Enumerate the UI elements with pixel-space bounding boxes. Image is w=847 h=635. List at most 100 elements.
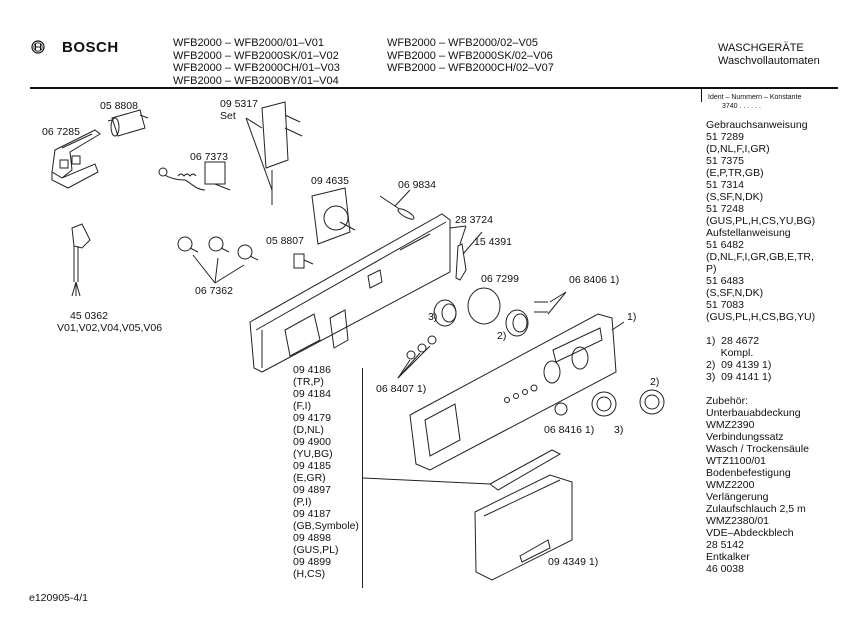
part-label-094635: 09 4635 xyxy=(311,175,349,187)
sidebar-line: (GUS,PL,H,CS,BG,YU) xyxy=(706,311,816,323)
ref-label-2: 2) xyxy=(650,376,660,388)
part-label-058808: 05 8808 xyxy=(100,100,138,112)
ref-label-3: 3) xyxy=(428,311,438,323)
model-line: WFB2000 – WFB2000SK/02–V06 xyxy=(387,49,553,62)
part-label-058807: 05 8807 xyxy=(266,235,304,247)
ident-label: Ident – Nummern – Konstante xyxy=(708,94,802,101)
variant-part-number: 09 4899 xyxy=(293,556,331,568)
model-line: WFB2000 – WFB2000/01–V01 xyxy=(173,37,325,49)
sidebar-line: WMZ2200 xyxy=(706,479,755,491)
variant-countries: (YU,BG) xyxy=(293,448,333,460)
knob-rings-drawing xyxy=(433,287,567,337)
model-line: WFB2000 – WFB2000CH/02–V07 xyxy=(387,62,554,74)
document-id: e120905-4/1 xyxy=(29,592,88,604)
part-095317-drawing xyxy=(245,101,303,205)
variant-part-number: 09 4179 xyxy=(293,412,331,424)
part-label-283724: 28 3724 xyxy=(455,214,493,226)
ref-label-3: 3) xyxy=(614,424,624,436)
part-label-067373: 06 7373 xyxy=(190,151,228,163)
sidebar-line: Gebrauchsanweisung xyxy=(706,119,808,131)
sidebar-line: Unterbauabdeckung xyxy=(706,407,801,419)
ident-value: 3740 . . . . . . xyxy=(722,103,761,110)
sidebar-line: (E,P,TR,GB) xyxy=(706,167,764,179)
sidebar-line: 51 7375 xyxy=(706,155,744,167)
variant-countries: (P,I) xyxy=(293,496,312,508)
variant-list-bracket xyxy=(362,368,363,588)
variant-countries: (D,NL) xyxy=(293,424,324,436)
category-block: WASCHGERÄTE Waschvollautomaten xyxy=(718,42,820,67)
knobs-drawing xyxy=(554,389,665,417)
sidebar-line: WTZ1100/01 xyxy=(706,455,766,467)
variant-part-number: 09 4187 xyxy=(293,508,331,520)
part-label-067362: 06 7362 xyxy=(195,285,233,297)
category-subtitle: Waschvollautomaten xyxy=(718,54,820,67)
sidebar-line: WMZ2380/01 xyxy=(706,515,770,527)
part-450362-drawing xyxy=(71,223,91,297)
variant-countries: (F,I) xyxy=(293,400,312,412)
part-094349-drawing xyxy=(362,449,573,581)
variant-countries: (H,CS) xyxy=(293,568,326,580)
part-283724-drawing xyxy=(449,225,483,281)
variant-part-number: 09 4897 xyxy=(293,484,331,496)
part-058807-drawing xyxy=(293,253,314,269)
panel-variant-list: 09 4186(TR,P)09 4184(F,I)09 4179(D,NL)09… xyxy=(293,364,359,580)
part-068407-drawing xyxy=(397,335,437,379)
model-line: WFB2000 – WFB2000SK/01–V02 xyxy=(173,49,339,62)
sidebar-line: 51 6483 xyxy=(706,275,744,287)
sidebar-line: 51 7083 xyxy=(706,299,744,311)
part-067362-drawing xyxy=(177,236,259,284)
sidebar-line: Entkalker xyxy=(706,551,750,563)
part-094635-drawing xyxy=(311,187,356,245)
header-divider xyxy=(30,87,838,89)
sidebar-line: Verlängerung xyxy=(706,491,769,503)
sidebar-line: Verbindungssatz xyxy=(706,431,784,443)
sidebar-line: Zubehör: xyxy=(706,395,749,407)
part-label-094349: 09 4349 1) xyxy=(548,556,599,568)
sidebar-line: 51 7248 xyxy=(706,203,744,215)
part-label-095317: 09 5317 xyxy=(220,98,258,110)
sidebar-line: 2) 09 4139 1) xyxy=(706,359,772,371)
bosch-armature-icon xyxy=(31,40,45,54)
part-label-450362-variants: V01,V02,V04,V05,V06 xyxy=(57,322,163,334)
sidebar-line: 51 6482 xyxy=(706,239,744,251)
sidebar-line: Wasch / Trockensäule xyxy=(706,443,809,455)
bosch-logo xyxy=(31,40,45,59)
part-label-154391: 15 4391 xyxy=(474,236,512,248)
sidebar-line: Zulaufschlauch 2,5 m xyxy=(706,503,806,515)
part-label-095317-set: Set xyxy=(220,110,236,122)
part-label-068406: 06 8406 1) xyxy=(569,274,620,286)
model-list-1: WFB2000 – WFB2000/01–V01 WFB2000 – WFB20… xyxy=(173,37,340,87)
sidebar-line: VDE–Abdeckblech xyxy=(706,527,794,539)
model-line: WFB2000 – WFB2000BY/01–V04 xyxy=(173,74,339,87)
part-label-067299: 06 7299 xyxy=(481,273,519,285)
variant-part-number: 09 4900 xyxy=(293,436,331,448)
sidebar-line: 51 7314 xyxy=(706,179,744,191)
model-line: WFB2000 – WFB2000/02–V05 xyxy=(387,37,539,49)
part-label-069834: 06 9834 xyxy=(398,179,436,191)
sidebar-line: (GUS,PL,H,CS,YU,BG) xyxy=(706,215,816,227)
model-line: WFB2000 – WFB2000CH/01–V03 xyxy=(173,62,340,74)
sidebar-line: Kompl. xyxy=(706,347,754,359)
part-label-068416: 06 8416 1) xyxy=(544,424,595,436)
fascia-carrier-drawing xyxy=(249,213,451,373)
part-label-067285: 06 7285 xyxy=(42,126,80,138)
sidebar-line: (D,NL,F,I,GR) xyxy=(706,143,770,155)
variant-part-number: 09 4898 xyxy=(293,532,331,544)
sidebar-line: 1) 28 4672 xyxy=(706,335,760,347)
variant-countries: (TR,P) xyxy=(293,376,324,388)
sidebar-line: WMZ2390 xyxy=(706,419,755,431)
part-label-450362: 45 0362 xyxy=(70,310,108,322)
variant-part-number: 09 4184 xyxy=(293,388,331,400)
sidebar-line: 51 7289 xyxy=(706,131,744,143)
variant-countries: (GB,Symbole) xyxy=(293,520,359,532)
part-069834-drawing xyxy=(379,189,415,220)
ref-label-2: 2) xyxy=(497,330,507,342)
brand-name: BOSCH xyxy=(62,39,119,56)
part-067285-drawing xyxy=(51,129,101,189)
sidebar-line: 46 0038 xyxy=(706,563,744,575)
sidebar-line: Aufstellanweisung xyxy=(706,227,791,239)
model-list-2: WFB2000 – WFB2000/02–V05 WFB2000 – WFB20… xyxy=(387,37,554,75)
variant-part-number: 09 4185 xyxy=(293,460,331,472)
